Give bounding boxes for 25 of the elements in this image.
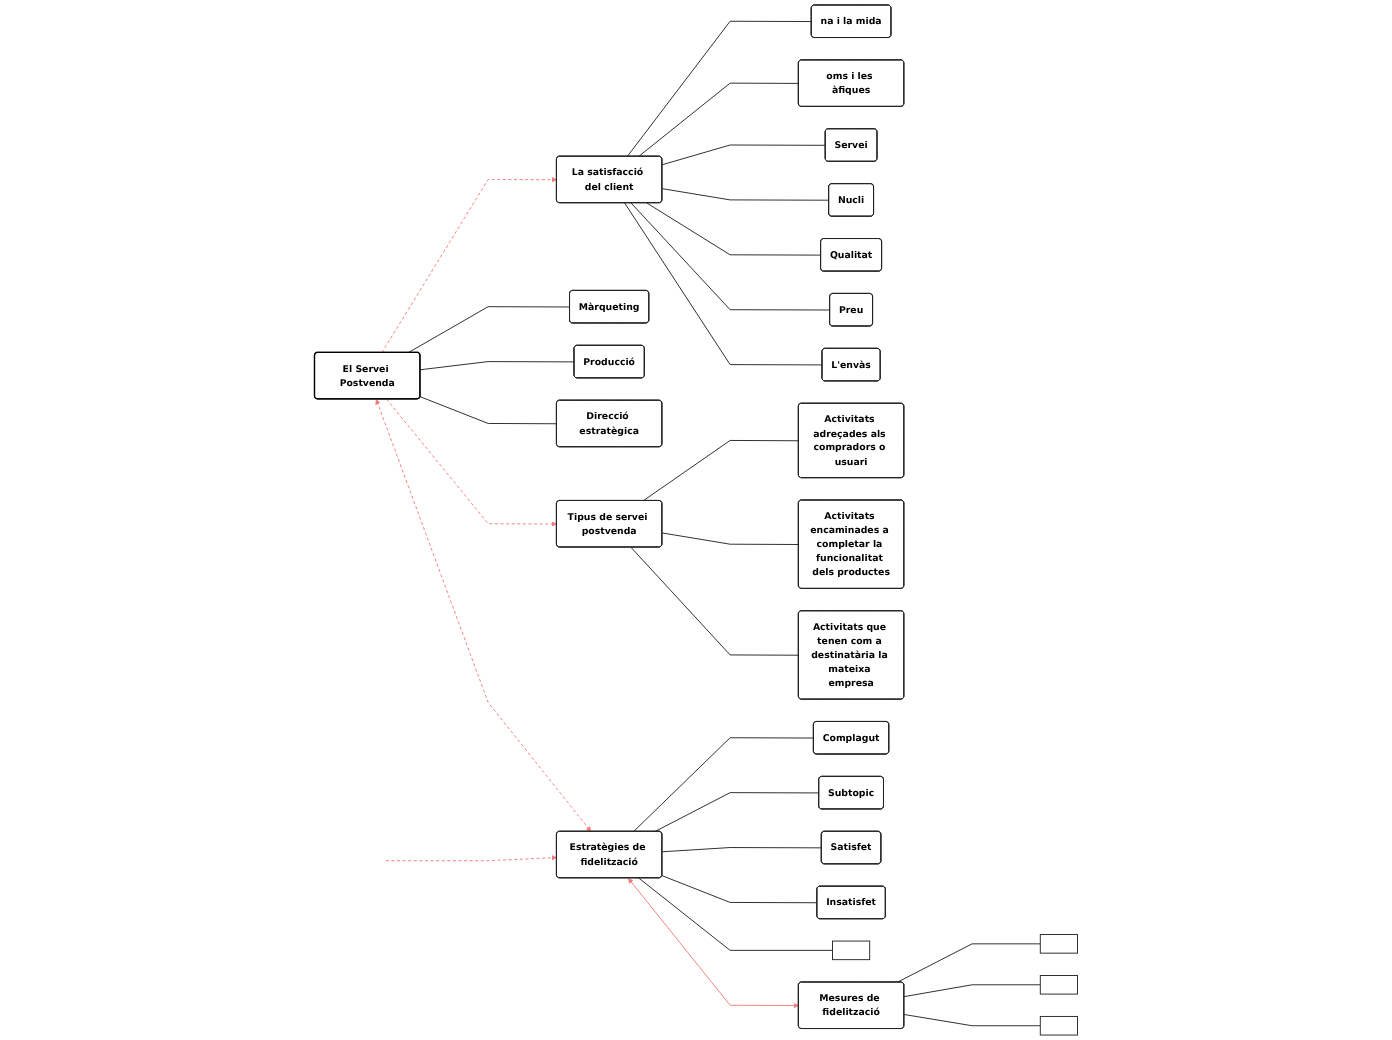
connector (661, 532, 800, 545)
connector (419, 361, 575, 371)
connector (633, 737, 815, 833)
connector (638, 82, 800, 157)
connector (896, 943, 1041, 983)
connector (661, 875, 818, 904)
connector (661, 847, 823, 853)
connector (626, 20, 812, 157)
connector (661, 188, 830, 201)
connector (630, 202, 831, 311)
connector (661, 144, 826, 166)
connector (630, 546, 800, 656)
node-box (832, 940, 871, 961)
node-box (1039, 975, 1078, 995)
connector (624, 202, 823, 366)
connector (407, 306, 571, 354)
connector (638, 877, 833, 951)
connector (646, 202, 822, 256)
connector (642, 439, 800, 502)
node-box (1039, 934, 1078, 954)
connector (903, 984, 1041, 998)
node-box (1039, 1015, 1078, 1036)
connector (654, 792, 820, 833)
connector (903, 1014, 1041, 1027)
connector (419, 396, 558, 425)
